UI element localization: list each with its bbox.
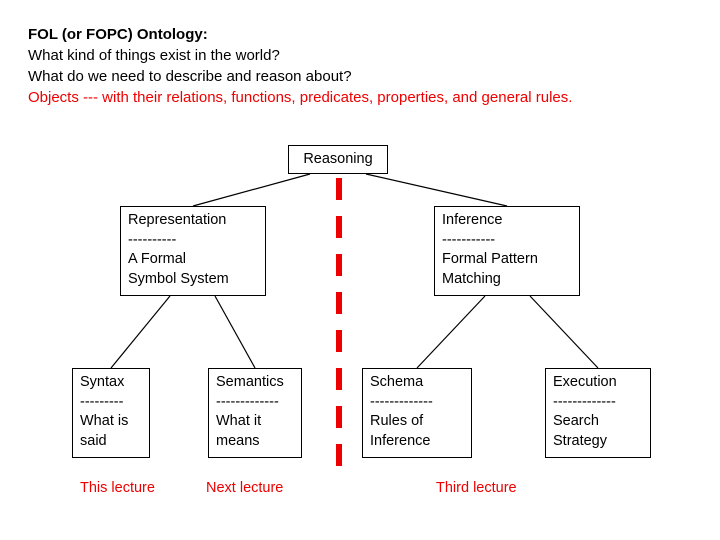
edge-reasoning-inference <box>365 173 508 207</box>
node-representation[interactable]: Representation ---------- A Formal Symbo… <box>120 206 266 296</box>
node-execution[interactable]: Execution ------------- Search Strategy <box>545 368 651 458</box>
edge-representation-semantics <box>214 295 256 369</box>
node-reasoning[interactable]: Reasoning <box>288 145 388 174</box>
node-execution-title: Execution <box>553 374 617 390</box>
node-syntax-line1: What is <box>80 413 129 429</box>
node-execution-line2: Strategy <box>553 432 607 449</box>
node-syntax-line2: said <box>80 432 107 449</box>
node-schema-divider: ------------- <box>370 393 433 410</box>
node-semantics[interactable]: Semantics ------------- What it means <box>208 368 302 458</box>
edge-representation-syntax <box>110 295 171 369</box>
node-syntax-divider: --------- <box>80 393 124 410</box>
node-schema[interactable]: Schema ------------- Rules of Inference <box>362 368 472 458</box>
node-semantics-divider: ------------- <box>216 393 279 410</box>
node-inference[interactable]: Inference ----------- Formal Pattern Mat… <box>434 206 580 296</box>
node-semantics-title: Semantics <box>216 374 284 390</box>
node-execution-divider: ------------- <box>553 393 616 410</box>
header-line-1: FOL (or FOPC) Ontology: <box>28 26 208 43</box>
label-third-lecture: Third lecture <box>436 480 517 496</box>
header-text-block: FOL (or FOPC) Ontology: What kind of thi… <box>28 24 698 108</box>
edge-reasoning-representation <box>192 173 311 207</box>
node-inference-divider: ----------- <box>442 231 496 248</box>
node-representation-divider: ---------- <box>128 231 177 248</box>
edge-inference-execution <box>529 295 599 369</box>
node-schema-line1: Rules of <box>370 413 424 429</box>
label-next-lecture: Next lecture <box>206 480 284 496</box>
node-inference-line2: Matching <box>442 270 501 287</box>
node-schema-title: Schema <box>370 374 424 390</box>
node-semantics-line2: means <box>216 432 260 449</box>
node-reasoning-title: Reasoning <box>303 151 373 167</box>
node-execution-line1: Search <box>553 413 599 429</box>
node-representation-title: Representation <box>128 212 227 228</box>
node-representation-line2: Symbol System <box>128 270 229 287</box>
node-inference-line1: Formal Pattern <box>442 251 538 267</box>
node-syntax-title: Syntax <box>80 374 125 390</box>
header-line-3: What do we need to describe and reason a… <box>28 68 352 85</box>
node-semantics-line1: What it <box>216 413 262 429</box>
label-this-lecture: This lecture <box>80 480 155 496</box>
node-inference-title: Inference <box>442 212 503 228</box>
header-line-2: What kind of things exist in the world? <box>28 47 280 64</box>
node-syntax[interactable]: Syntax --------- What is said <box>72 368 150 458</box>
edge-inference-schema <box>416 295 486 369</box>
header-line-4: Objects --- with their relations, functi… <box>28 89 573 106</box>
node-representation-line1: A Formal <box>128 251 187 267</box>
node-schema-line2: Inference <box>370 432 431 449</box>
